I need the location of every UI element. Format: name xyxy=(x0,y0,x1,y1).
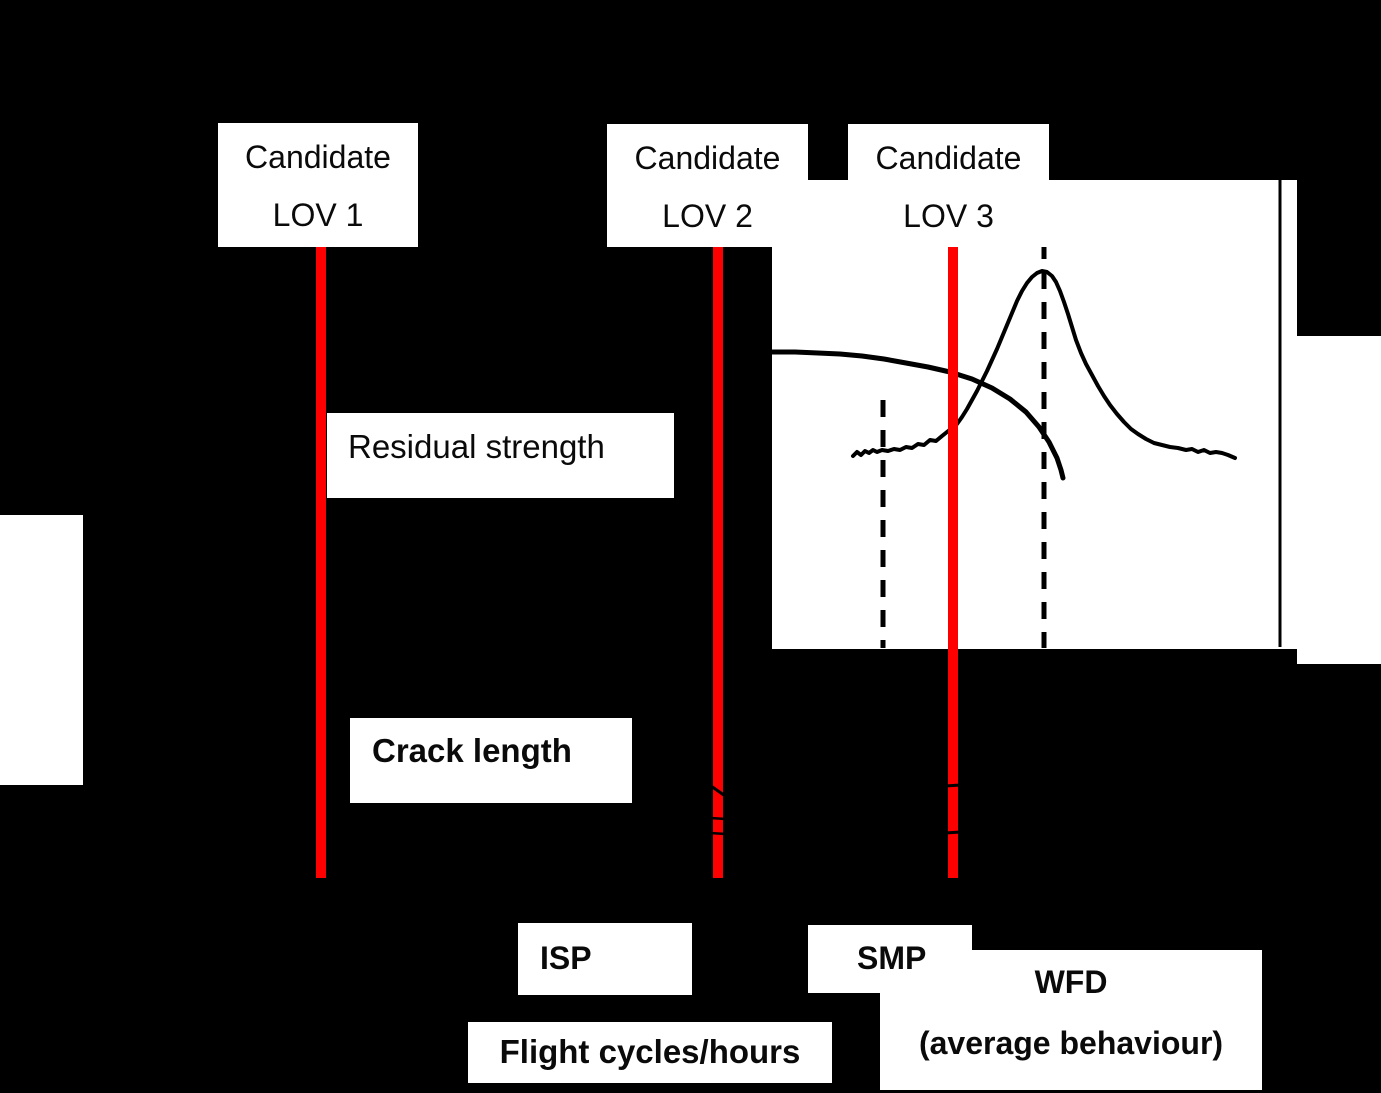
candidate-lov1-box: Candidate LOV 1 xyxy=(218,123,418,247)
candidate-lov2-line2: LOV 2 xyxy=(662,198,753,234)
wfd-label: WFD xyxy=(1034,964,1108,1000)
candidate-lov2-line1: Candidate xyxy=(634,140,781,176)
right-cutoff-box xyxy=(1297,336,1381,664)
smp-label: SMP xyxy=(808,925,972,993)
isp-label: ISP xyxy=(518,923,692,995)
candidate-lov3-box: Candidate LOV 3 xyxy=(848,124,1049,247)
tick-mark xyxy=(709,831,727,836)
candidate-lov1-line2: LOV 1 xyxy=(272,197,364,233)
left-axis-label-box xyxy=(0,515,83,785)
wfd-sublabel: (average behaviour) xyxy=(918,1025,1224,1061)
crack-length-label: Crack length xyxy=(350,718,632,803)
candidate-lov1-line1: Candidate xyxy=(245,139,391,175)
tick-mark xyxy=(944,783,962,788)
residual-strength-label: Residual strength xyxy=(327,413,674,498)
tick-mark xyxy=(709,816,727,821)
plot-panel xyxy=(772,180,1297,649)
candidate-lov3-line2: LOV 3 xyxy=(903,198,994,234)
flight-cycles-hours-label: Flight cycles/hours xyxy=(468,1022,832,1083)
tick-mark xyxy=(944,830,962,835)
candidate-lov3-line1: Candidate xyxy=(875,140,1022,176)
tick-mark xyxy=(703,779,729,800)
candidate-lov2-box: Candidate LOV 2 xyxy=(607,124,808,247)
